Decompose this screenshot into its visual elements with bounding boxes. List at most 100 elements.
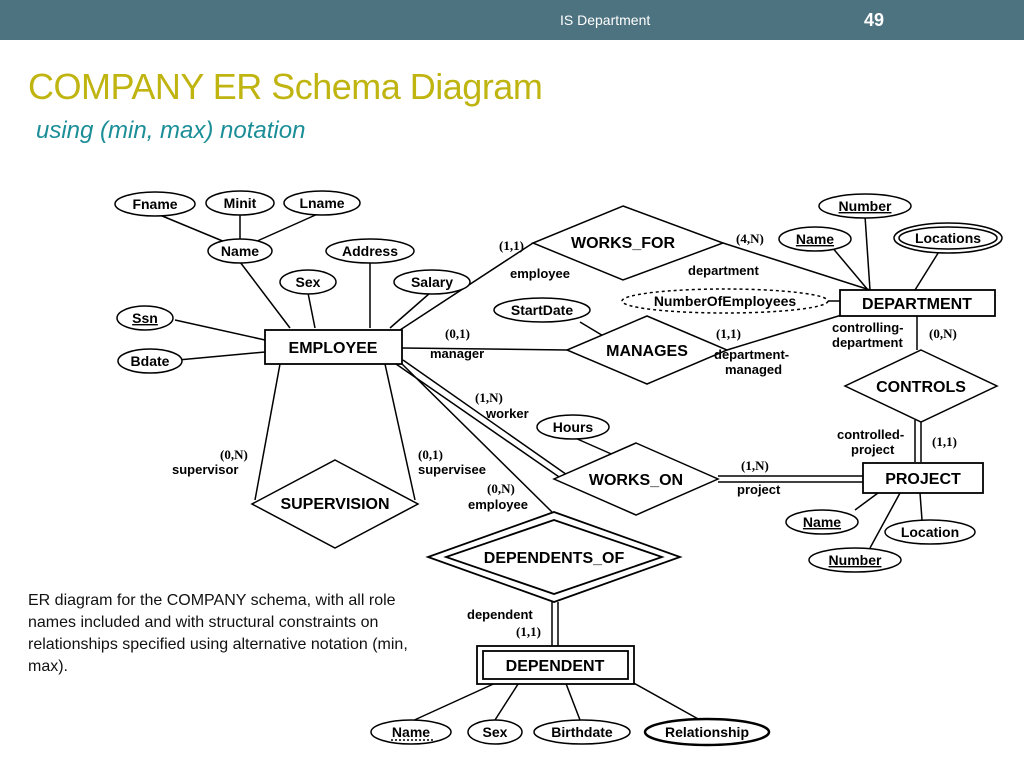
- attr-startdate-label: StartDate: [511, 302, 573, 318]
- attr-proj-number-label: Number: [829, 552, 882, 568]
- attr-locations-label: Locations: [915, 230, 981, 246]
- attr-salary: Salary: [393, 269, 471, 295]
- card-wf-employee: (1,1): [499, 238, 524, 253]
- attr-birthdate-label: Birthdate: [551, 724, 613, 740]
- slide-subtitle: using (min, max) notation: [36, 117, 306, 144]
- attr-number-of-employees: NumberOfEmployees: [621, 288, 829, 314]
- role-do-dependent: dependent: [467, 607, 533, 622]
- attr-proj-location-label: Location: [901, 524, 959, 540]
- attr-bdate-label: Bdate: [131, 353, 170, 369]
- attr-salary-label: Salary: [411, 274, 453, 290]
- attr-minit: Minit: [205, 190, 275, 216]
- attr-number-of-employees-label: NumberOfEmployees: [654, 293, 797, 309]
- entity-project: PROJECT: [862, 462, 984, 494]
- diagram-caption: ER diagram for the COMPANY schema, with …: [28, 592, 408, 675]
- entity-department: DEPARTMENT: [839, 289, 996, 317]
- rel-works-on-label: WORKS_ON: [589, 472, 683, 489]
- rel-manages: MANAGES: [565, 315, 729, 385]
- attr-dep-sex: Sex: [467, 719, 523, 745]
- role-wf-employee: employee: [510, 266, 570, 281]
- attr-address-label: Address: [342, 243, 398, 259]
- attr-dept-number-label: Number: [839, 198, 892, 214]
- role-do-employee: employee: [468, 497, 528, 512]
- attr-fname: Fname: [114, 191, 196, 217]
- rel-controls: CONTROLS: [843, 349, 999, 423]
- rel-works-on: WORKS_ON: [552, 442, 720, 516]
- attr-birthdate: Birthdate: [533, 719, 631, 745]
- attr-proj-number: Number: [808, 547, 902, 573]
- attr-relationship-label: Relationship: [665, 724, 749, 740]
- attr-dep-name: Name: [370, 719, 452, 745]
- card-ctl-controlled: (1,1): [932, 434, 957, 449]
- card-sup-supervisee: (0,1): [418, 447, 443, 462]
- rel-manages-label: MANAGES: [606, 343, 688, 360]
- slide-number: 49: [864, 10, 885, 30]
- card-wf-department: (4,N): [736, 231, 764, 246]
- entity-employee-label: EMPLOYEE: [289, 340, 378, 357]
- rel-supervision: SUPERVISION: [250, 459, 420, 549]
- attr-dept-name: Name: [778, 226, 852, 252]
- attr-dept-number: Number: [818, 193, 912, 219]
- role-ctl-controlling-1: controlling-: [832, 320, 904, 335]
- attr-ssn-label: Ssn: [132, 310, 158, 326]
- card-sup-supervisor: (0,N): [220, 447, 248, 462]
- attr-dep-sex-label: Sex: [483, 724, 508, 740]
- attr-name: Name: [207, 238, 273, 264]
- attr-name-label: Name: [221, 243, 259, 259]
- attr-hours: Hours: [536, 414, 610, 440]
- entity-employee: EMPLOYEE: [264, 329, 403, 365]
- attr-sex: Sex: [279, 269, 337, 295]
- role-labels: employee department manager department- …: [172, 263, 904, 622]
- card-do-employee: (0,N): [487, 481, 515, 496]
- role-mg-dept-2: managed: [725, 362, 782, 377]
- attr-proj-name-label: Name: [803, 514, 841, 530]
- role-mg-manager: manager: [430, 346, 484, 361]
- role-mg-dept-1: department-: [714, 347, 789, 362]
- attr-proj-name: Name: [785, 509, 859, 535]
- card-wo-worker: (1,N): [475, 390, 503, 405]
- attr-startdate: StartDate: [493, 297, 591, 323]
- card-wo-project: (1,N): [741, 458, 769, 473]
- attr-minit-label: Minit: [224, 195, 257, 211]
- card-mg-manager: (0,1): [445, 326, 470, 341]
- entity-dependent: DEPENDENT: [476, 645, 635, 685]
- rel-supervision-label: SUPERVISION: [280, 496, 389, 513]
- entity-dependent-label: DEPENDENT: [506, 658, 605, 675]
- attr-dep-name-label: Name: [392, 724, 430, 740]
- attr-lname-label: Lname: [299, 195, 344, 211]
- attr-relationship: Relationship: [643, 717, 771, 747]
- attr-hours-label: Hours: [553, 419, 594, 435]
- role-sup-supervisor: supervisor: [172, 462, 238, 477]
- rel-controls-label: CONTROLS: [876, 379, 966, 396]
- role-sup-supervisee: supervisee: [418, 462, 486, 477]
- department-label: IS Department: [560, 12, 651, 28]
- header-bar: IS Department 49: [0, 0, 1024, 40]
- role-wf-department: department: [688, 263, 759, 278]
- rel-works-for: WORKS_FOR: [531, 205, 726, 281]
- entity-project-label: PROJECT: [885, 471, 961, 488]
- attr-locations: Locations: [893, 222, 1003, 254]
- role-wo-worker: worker: [485, 406, 529, 421]
- role-ctl-controlled-1: controlled-: [837, 427, 904, 442]
- attr-bdate: Bdate: [117, 348, 183, 374]
- role-ctl-controlled-2: project: [851, 442, 895, 457]
- role-ctl-controlling-2: department: [832, 335, 903, 350]
- attr-lname: Lname: [283, 190, 361, 216]
- slide-title: COMPANY ER Schema Diagram: [28, 66, 543, 107]
- entity-department-label: DEPARTMENT: [862, 296, 972, 313]
- attr-ssn: Ssn: [116, 305, 174, 331]
- card-ctl-controlling: (0,N): [929, 326, 957, 341]
- cardinality-labels: (1,1) (4,N) (0,1) (1,1) (1,N) (1,N) (0,N…: [220, 231, 957, 639]
- rel-works-for-label: WORKS_FOR: [571, 235, 675, 252]
- card-mg-department: (1,1): [716, 326, 741, 341]
- role-wo-project: project: [737, 482, 781, 497]
- attr-dept-name-label: Name: [796, 231, 834, 247]
- attr-sex-label: Sex: [296, 274, 321, 290]
- attr-proj-location: Location: [884, 519, 976, 545]
- attr-fname-label: Fname: [132, 196, 177, 212]
- rel-dependents-of: DEPENDENTS_OF: [425, 511, 683, 603]
- attr-address: Address: [325, 238, 415, 264]
- rel-dependents-of-label: DEPENDENTS_OF: [484, 550, 625, 567]
- card-do-dependent: (1,1): [516, 624, 541, 639]
